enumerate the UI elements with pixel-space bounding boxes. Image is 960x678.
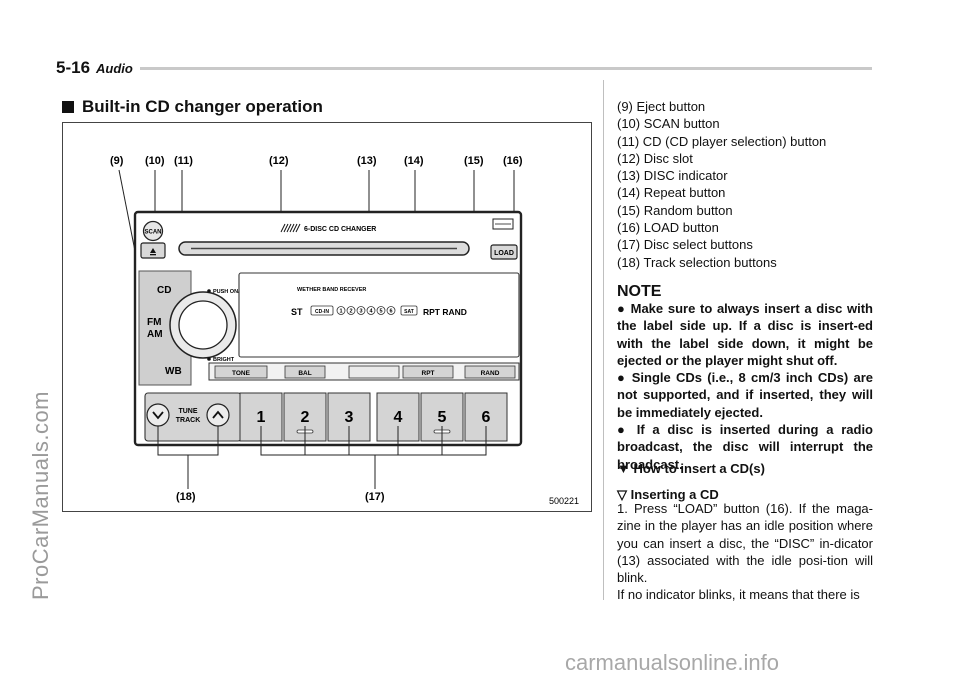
changer-logo-icon <box>280 223 301 233</box>
track-up-button <box>206 403 230 427</box>
receiver-label: WETHER BAND RECEVER <box>297 287 366 293</box>
note-item: ● Single CDs (i.e., 8 cm/3 inch CDs) are… <box>617 370 873 420</box>
disc-indicator-1: 1 <box>339 309 342 315</box>
rpt-button <box>402 365 454 379</box>
volume-knob <box>178 300 228 350</box>
legend-item: (13) DISC indicator <box>617 168 728 184</box>
legend-item: (10) SCAN button <box>617 116 720 132</box>
column-divider <box>603 80 604 600</box>
mode-panel <box>138 270 192 386</box>
cd-in-indicator: CD-IN <box>315 309 329 315</box>
push-onvol-label: PUSH ON/VOL <box>213 289 252 295</box>
changer-title: 6-DISC CD CHANGER <box>304 226 376 233</box>
figure-number: 500221 <box>549 496 579 506</box>
callout-9: (9) <box>110 155 124 167</box>
preset-4: 4 <box>394 409 403 426</box>
watermark-bottom: carmanualsonline.info <box>565 650 780 675</box>
preset-6: 6 <box>482 409 491 426</box>
section-name: Audio <box>96 61 133 76</box>
fm-button-label: FM <box>147 317 161 328</box>
tune-label: TUNE <box>178 408 197 415</box>
callout-14: (14) <box>404 155 424 167</box>
note-item: ● If a disc is inserted during a radio b… <box>617 422 873 472</box>
eject-icon <box>150 248 156 253</box>
header-rule <box>140 67 872 70</box>
page-number: 5-16 <box>56 58 91 77</box>
rpt-rand-indicator: RPT RAND <box>423 307 467 317</box>
am-button-label: AM <box>147 329 163 340</box>
disc-indicator-3: 3 <box>359 309 362 315</box>
tone-button <box>214 365 268 379</box>
callout-13: (13) <box>357 155 377 167</box>
bottom-leader-lines <box>157 426 487 489</box>
rpt-label: RPT <box>422 370 435 377</box>
preset-5: 5 <box>438 409 447 426</box>
legend-item: (18) Track selection buttons <box>617 254 777 270</box>
bright-label: BRIGHT <box>213 357 235 363</box>
radio-diagram: (9) (10) (11) (12) (13) (14) (15) (16) S… <box>110 155 579 506</box>
section-title-text: Built-in CD changer operation <box>82 97 323 116</box>
callout-legend: (9) Eject button (10) SCAN button (11) C… <box>617 98 826 271</box>
chevron-down-icon <box>152 411 164 420</box>
scan-button <box>142 220 164 242</box>
legend-item: (15) Random button <box>617 202 733 218</box>
legend-item: (9) Eject button <box>617 99 706 114</box>
chevron-up-icon <box>212 410 224 419</box>
note-item: ● Make sure to always insert a disc with… <box>617 301 873 368</box>
radio-illustration: (9) (10) (11) (12) (13) (14) (15) (16) S… <box>62 122 592 512</box>
callout-15: (15) <box>464 155 484 167</box>
eject-icon-bar <box>150 254 156 256</box>
note-body: ● Make sure to always insert a disc with… <box>617 300 873 473</box>
callout-16: (16) <box>503 155 523 167</box>
disc-indicator-4: 4 <box>369 309 373 315</box>
preset-3: 3 <box>345 409 354 426</box>
callout-17: (17) <box>365 491 385 503</box>
callout-12: (12) <box>269 155 289 167</box>
instruction-text: 1. Press “LOAD” button (16). If the maga… <box>617 500 873 604</box>
watermark-left: ProCarManuals.com <box>28 390 53 600</box>
track-label: TRACK <box>176 417 201 424</box>
cd-in-indicator-box <box>310 305 334 316</box>
legend-item: (16) LOAD button <box>617 220 719 236</box>
legend-item: (17) Disc select buttons <box>617 237 753 253</box>
page-header: 5-16 Audio <box>56 58 133 78</box>
bal-button <box>284 365 326 379</box>
track-down-button <box>146 403 170 427</box>
bal-label: BAL <box>298 370 311 377</box>
bright-dot-icon <box>207 357 211 361</box>
onvol-dot-icon <box>207 289 211 293</box>
disc-indicators: 1 2 3 4 5 6 <box>336 306 396 315</box>
scan-label: SCAN <box>144 230 161 236</box>
legend-item: (14) Repeat button <box>617 185 726 201</box>
legend-item: (12) Disc slot <box>617 150 693 166</box>
cd-button-label: CD <box>157 285 171 296</box>
subheading-insert-cds: ▼ How to insert a CD(s) <box>617 461 765 476</box>
rand-label: RAND <box>481 370 500 377</box>
disc-indicator-6: 6 <box>389 309 392 315</box>
legend-item: (11) CD (CD player selection) button <box>617 133 827 149</box>
callout-11: (11) <box>174 155 193 167</box>
subheading-inserting-a-cd: ▽ Inserting a CD <box>617 487 719 502</box>
sat-indicator: SAT <box>404 309 414 315</box>
callout-18: (18) <box>176 491 196 503</box>
rand-button <box>464 365 516 379</box>
tone-label: TONE <box>232 370 251 377</box>
square-bullet-icon <box>62 101 74 113</box>
st-indicator: ST <box>291 307 303 317</box>
sat-indicator-box <box>400 305 418 316</box>
preset-2: 2 <box>301 409 310 426</box>
disc-indicator-5: 5 <box>379 309 382 315</box>
blank-button <box>348 365 400 379</box>
paragraph: If no indicator blinks, it means that th… <box>617 587 860 603</box>
disc-indicator-2: 2 <box>349 309 352 315</box>
callout-10: (10) <box>145 155 165 167</box>
load-button <box>490 244 518 260</box>
paragraph: 1. Press “LOAD” button (16). If the maga… <box>617 501 873 586</box>
note-title: NOTE <box>617 283 662 300</box>
load-label: LOAD <box>494 250 514 257</box>
preset-1: 1 <box>257 409 266 426</box>
display-panel <box>238 272 520 358</box>
wb-button-label: WB <box>165 366 182 377</box>
section-title: Built-in CD changer operation <box>62 97 323 117</box>
